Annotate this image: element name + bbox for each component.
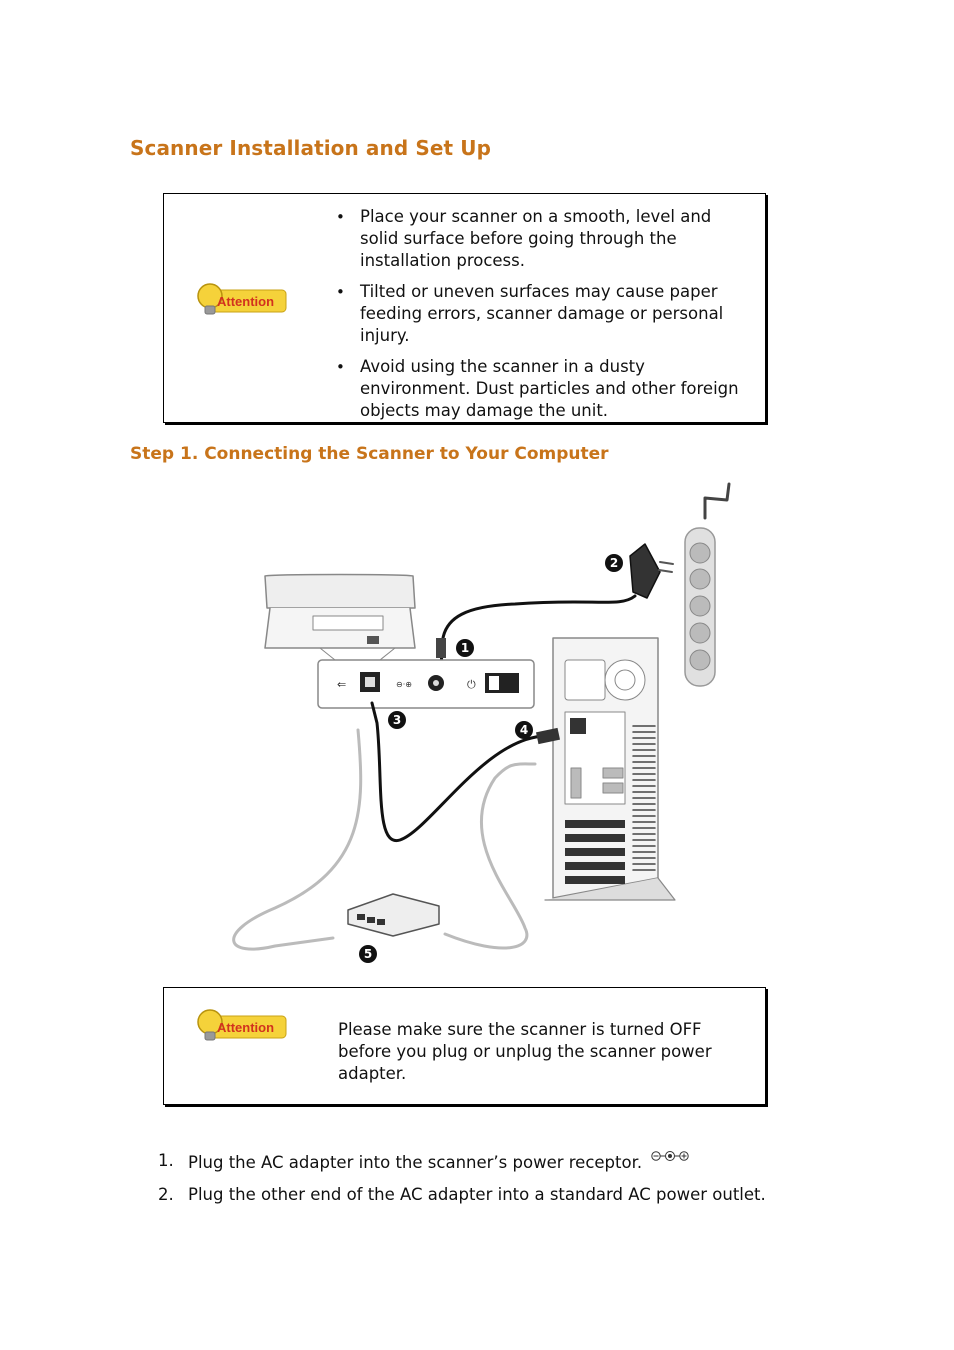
usb-cable-to-hub — [232, 728, 363, 951]
callout-1: 1 — [461, 641, 469, 655]
setup-steps: 1. Plug the AC adapter into the scanner’… — [158, 1150, 858, 1216]
step-text: Plug the other end of the AC adapter int… — [188, 1185, 766, 1204]
connection-diagram: ⇐ ⊖·⊕ ⏻ — [232, 482, 731, 963]
attention-icon: Attention — [197, 1009, 287, 1041]
callout-4: 4 — [520, 723, 528, 737]
power-switch-icon: ⏻ — [467, 678, 476, 691]
step-item: 2. Plug the other end of the AC adapter … — [158, 1184, 858, 1206]
usb-cable-hub-to-pc — [443, 762, 537, 950]
callout-2: 2 — [610, 556, 618, 570]
scanner-rear-panel: ⇐ ⊖·⊕ ⏻ — [317, 647, 535, 709]
power-strip — [684, 482, 731, 687]
attention-box-surface: Attention Place your scanner on a smooth… — [163, 193, 766, 423]
step-number: 2. — [158, 1185, 174, 1204]
bullet-item: Place your scanner on a smooth, level an… — [334, 206, 754, 272]
power-receptor-icon: ⊖·⊕ — [396, 680, 412, 689]
attention-icon: Attention — [197, 283, 287, 315]
scanner — [264, 573, 416, 649]
attention-label: Attention — [217, 294, 274, 309]
surface-bullets: Place your scanner on a smooth, level an… — [334, 206, 754, 431]
bullet-item: Avoid using the scanner in a dusty envir… — [334, 356, 754, 422]
usb-symbol-icon: ⇐ — [337, 678, 346, 691]
usb-hub — [347, 893, 440, 937]
attention-box-power: Attention Please make sure the scanner i… — [163, 987, 766, 1105]
section-title: Scanner Installation and Set Up — [130, 136, 491, 160]
ac-adapter — [436, 543, 674, 668]
bullet-item: Tilted or uneven surfaces may cause pape… — [334, 281, 754, 347]
step-item: 1. Plug the AC adapter into the scanner’… — [158, 1150, 858, 1174]
usb-cable-direct — [370, 701, 547, 842]
step-text: Plug the AC adapter into the scanner’s p… — [188, 1153, 643, 1172]
step-title: Step 1. Connecting the Scanner to Your C… — [130, 444, 609, 464]
step-number: 1. — [158, 1151, 174, 1170]
computer-tower — [544, 637, 676, 901]
callout-5: 5 — [364, 947, 372, 961]
callout-3: 3 — [393, 713, 401, 727]
power-receptor-icon — [651, 1151, 690, 1161]
attention-label: Attention — [217, 1020, 274, 1035]
power-note: Please make sure the scanner is turned O… — [338, 1020, 712, 1083]
